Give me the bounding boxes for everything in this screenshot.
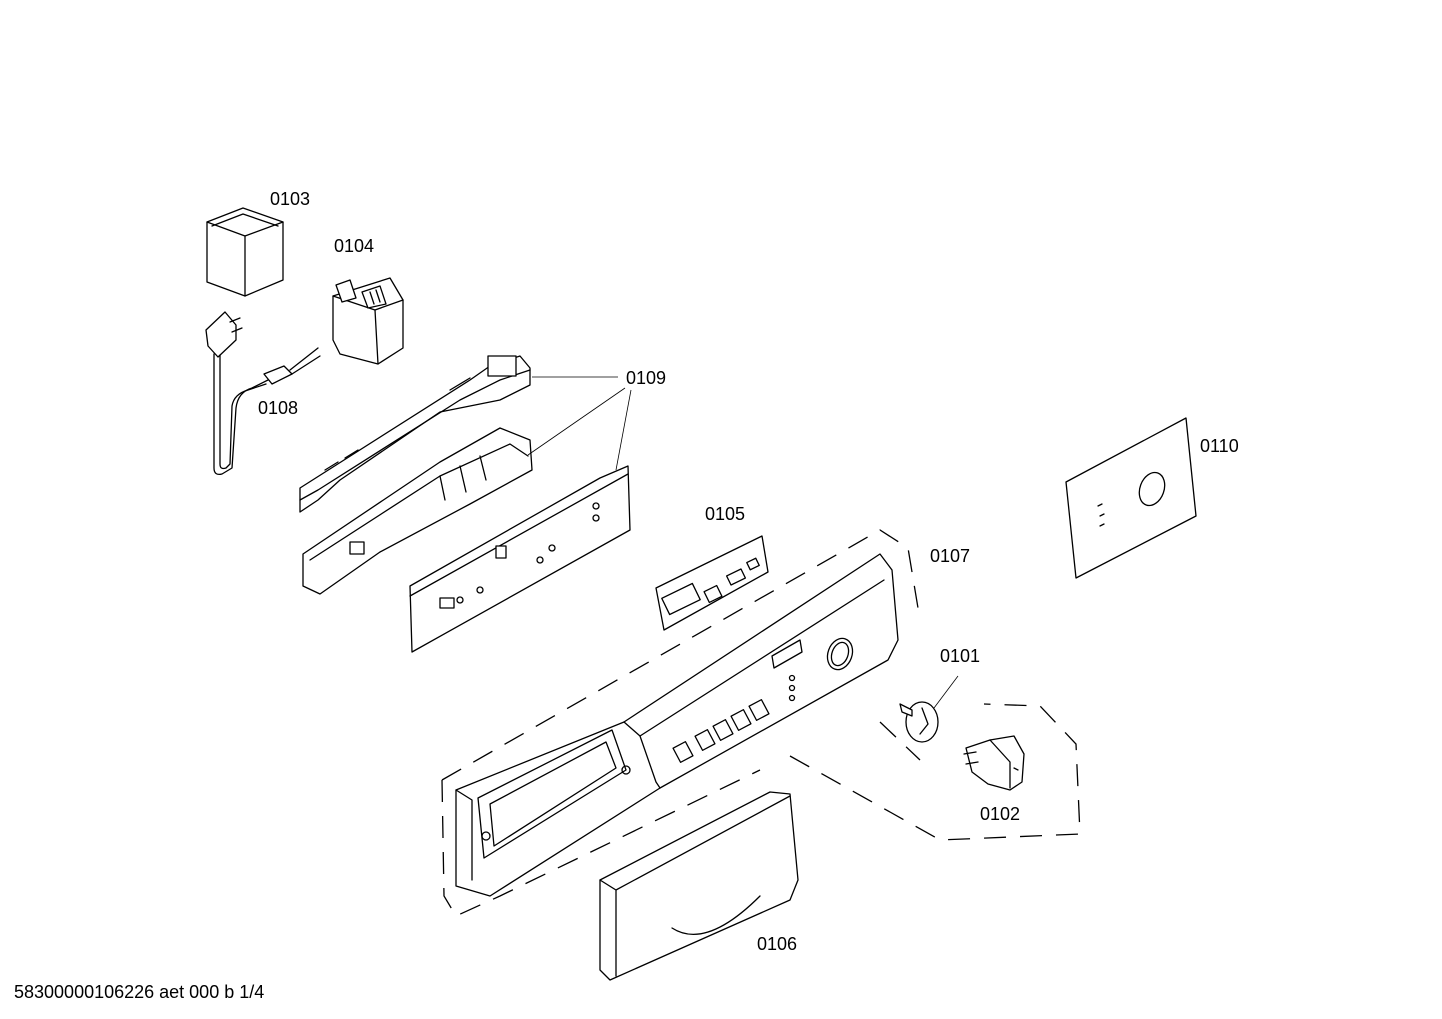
part-0109-electronics[interactable] <box>299 355 632 653</box>
part-0106-drawer-handle[interactable] <box>599 791 799 981</box>
part-0104-filter[interactable] <box>332 277 404 365</box>
callout-0106: 0106 <box>757 934 798 954</box>
callout-0104: 0104 <box>334 236 375 256</box>
part-0108-mains-cable[interactable] <box>205 311 321 476</box>
part-0107-control-panel[interactable] <box>441 529 1081 917</box>
callout-0101: 0101 <box>940 646 981 666</box>
callout-0103: 0103 <box>270 189 311 209</box>
part-0102-knob[interactable] <box>963 735 1025 791</box>
part-0101-knob-shaft[interactable] <box>899 675 959 743</box>
part-0105-display-card[interactable] <box>655 535 769 631</box>
callout-0102: 0102 <box>980 804 1021 824</box>
callout-0110: 0110 <box>1200 436 1239 456</box>
callout-0108: 0108 <box>258 398 299 418</box>
part-0103-capacitor[interactable] <box>206 207 284 297</box>
drawing-reference-code: 58300000106226 aet 000 b 1/4 <box>14 982 265 1002</box>
part-0110-label[interactable] <box>1065 417 1197 579</box>
callout-0109: 0109 <box>626 368 667 388</box>
callout-0107: 0107 <box>930 546 971 566</box>
callout-0105: 0105 <box>705 504 746 524</box>
